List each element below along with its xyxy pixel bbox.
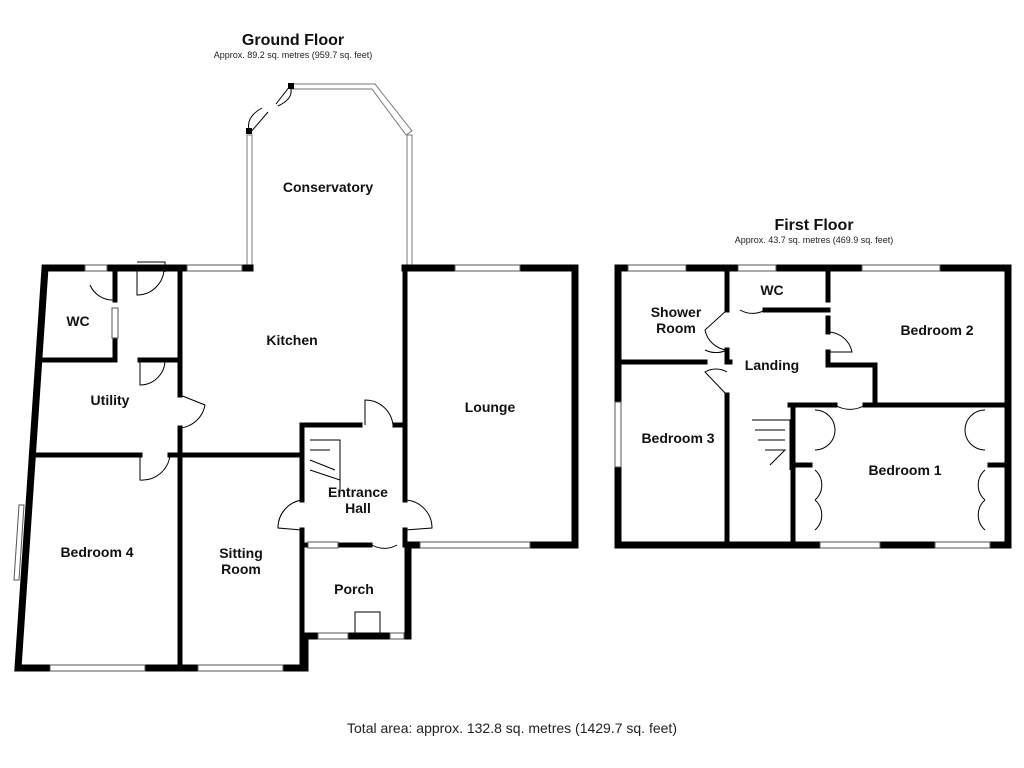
- room-entrance-hall: Entrance: [328, 484, 388, 500]
- room-shower-room-line2: Room: [656, 320, 696, 336]
- room-sitting-room: Sitting: [219, 545, 263, 561]
- first-floor-title: First Floor: [774, 217, 853, 234]
- room-kitchen: Kitchen: [266, 332, 317, 348]
- first-floor-plan: Shower Room WC Bedroom 2 Landing Bedroom…: [614, 264, 1012, 549]
- room-bedroom-4: Bedroom 4: [60, 544, 133, 560]
- ground-floor-title: Ground Floor: [242, 32, 344, 49]
- ground-outer-walls: [14, 264, 579, 672]
- room-bedroom-2: Bedroom 2: [900, 322, 973, 338]
- room-bedroom-1: Bedroom 1: [868, 462, 941, 478]
- conservatory-glazing: [246, 83, 413, 269]
- ground-floor-area: Approx. 89.2 sq. metres (959.7 sq. feet): [214, 50, 373, 60]
- room-bedroom-3: Bedroom 3: [641, 430, 714, 446]
- first-doors: [704, 309, 986, 531]
- room-porch: Porch: [334, 581, 374, 597]
- room-landing: Landing: [745, 357, 799, 373]
- ground-floor-plan: Conservatory WC Kitchen Utility Lounge E…: [13, 83, 579, 672]
- room-shower-room: Shower: [651, 304, 702, 320]
- room-wc-first: WC: [760, 282, 783, 298]
- room-wc: WC: [66, 313, 89, 329]
- stairs-icon: [752, 419, 791, 470]
- room-utility: Utility: [91, 392, 130, 408]
- ground-doors: [89, 261, 433, 636]
- room-lounge: Lounge: [465, 399, 516, 415]
- room-conservatory: Conservatory: [283, 179, 373, 195]
- stairs-icon: [309, 439, 341, 490]
- first-floor-area: Approx. 43.7 sq. metres (469.9 sq. feet): [735, 235, 894, 245]
- room-sitting-room-line2: Room: [221, 561, 261, 577]
- total-area: Total area: approx. 132.8 sq. metres (14…: [347, 720, 677, 736]
- room-entrance-hall-line2: Hall: [345, 500, 371, 516]
